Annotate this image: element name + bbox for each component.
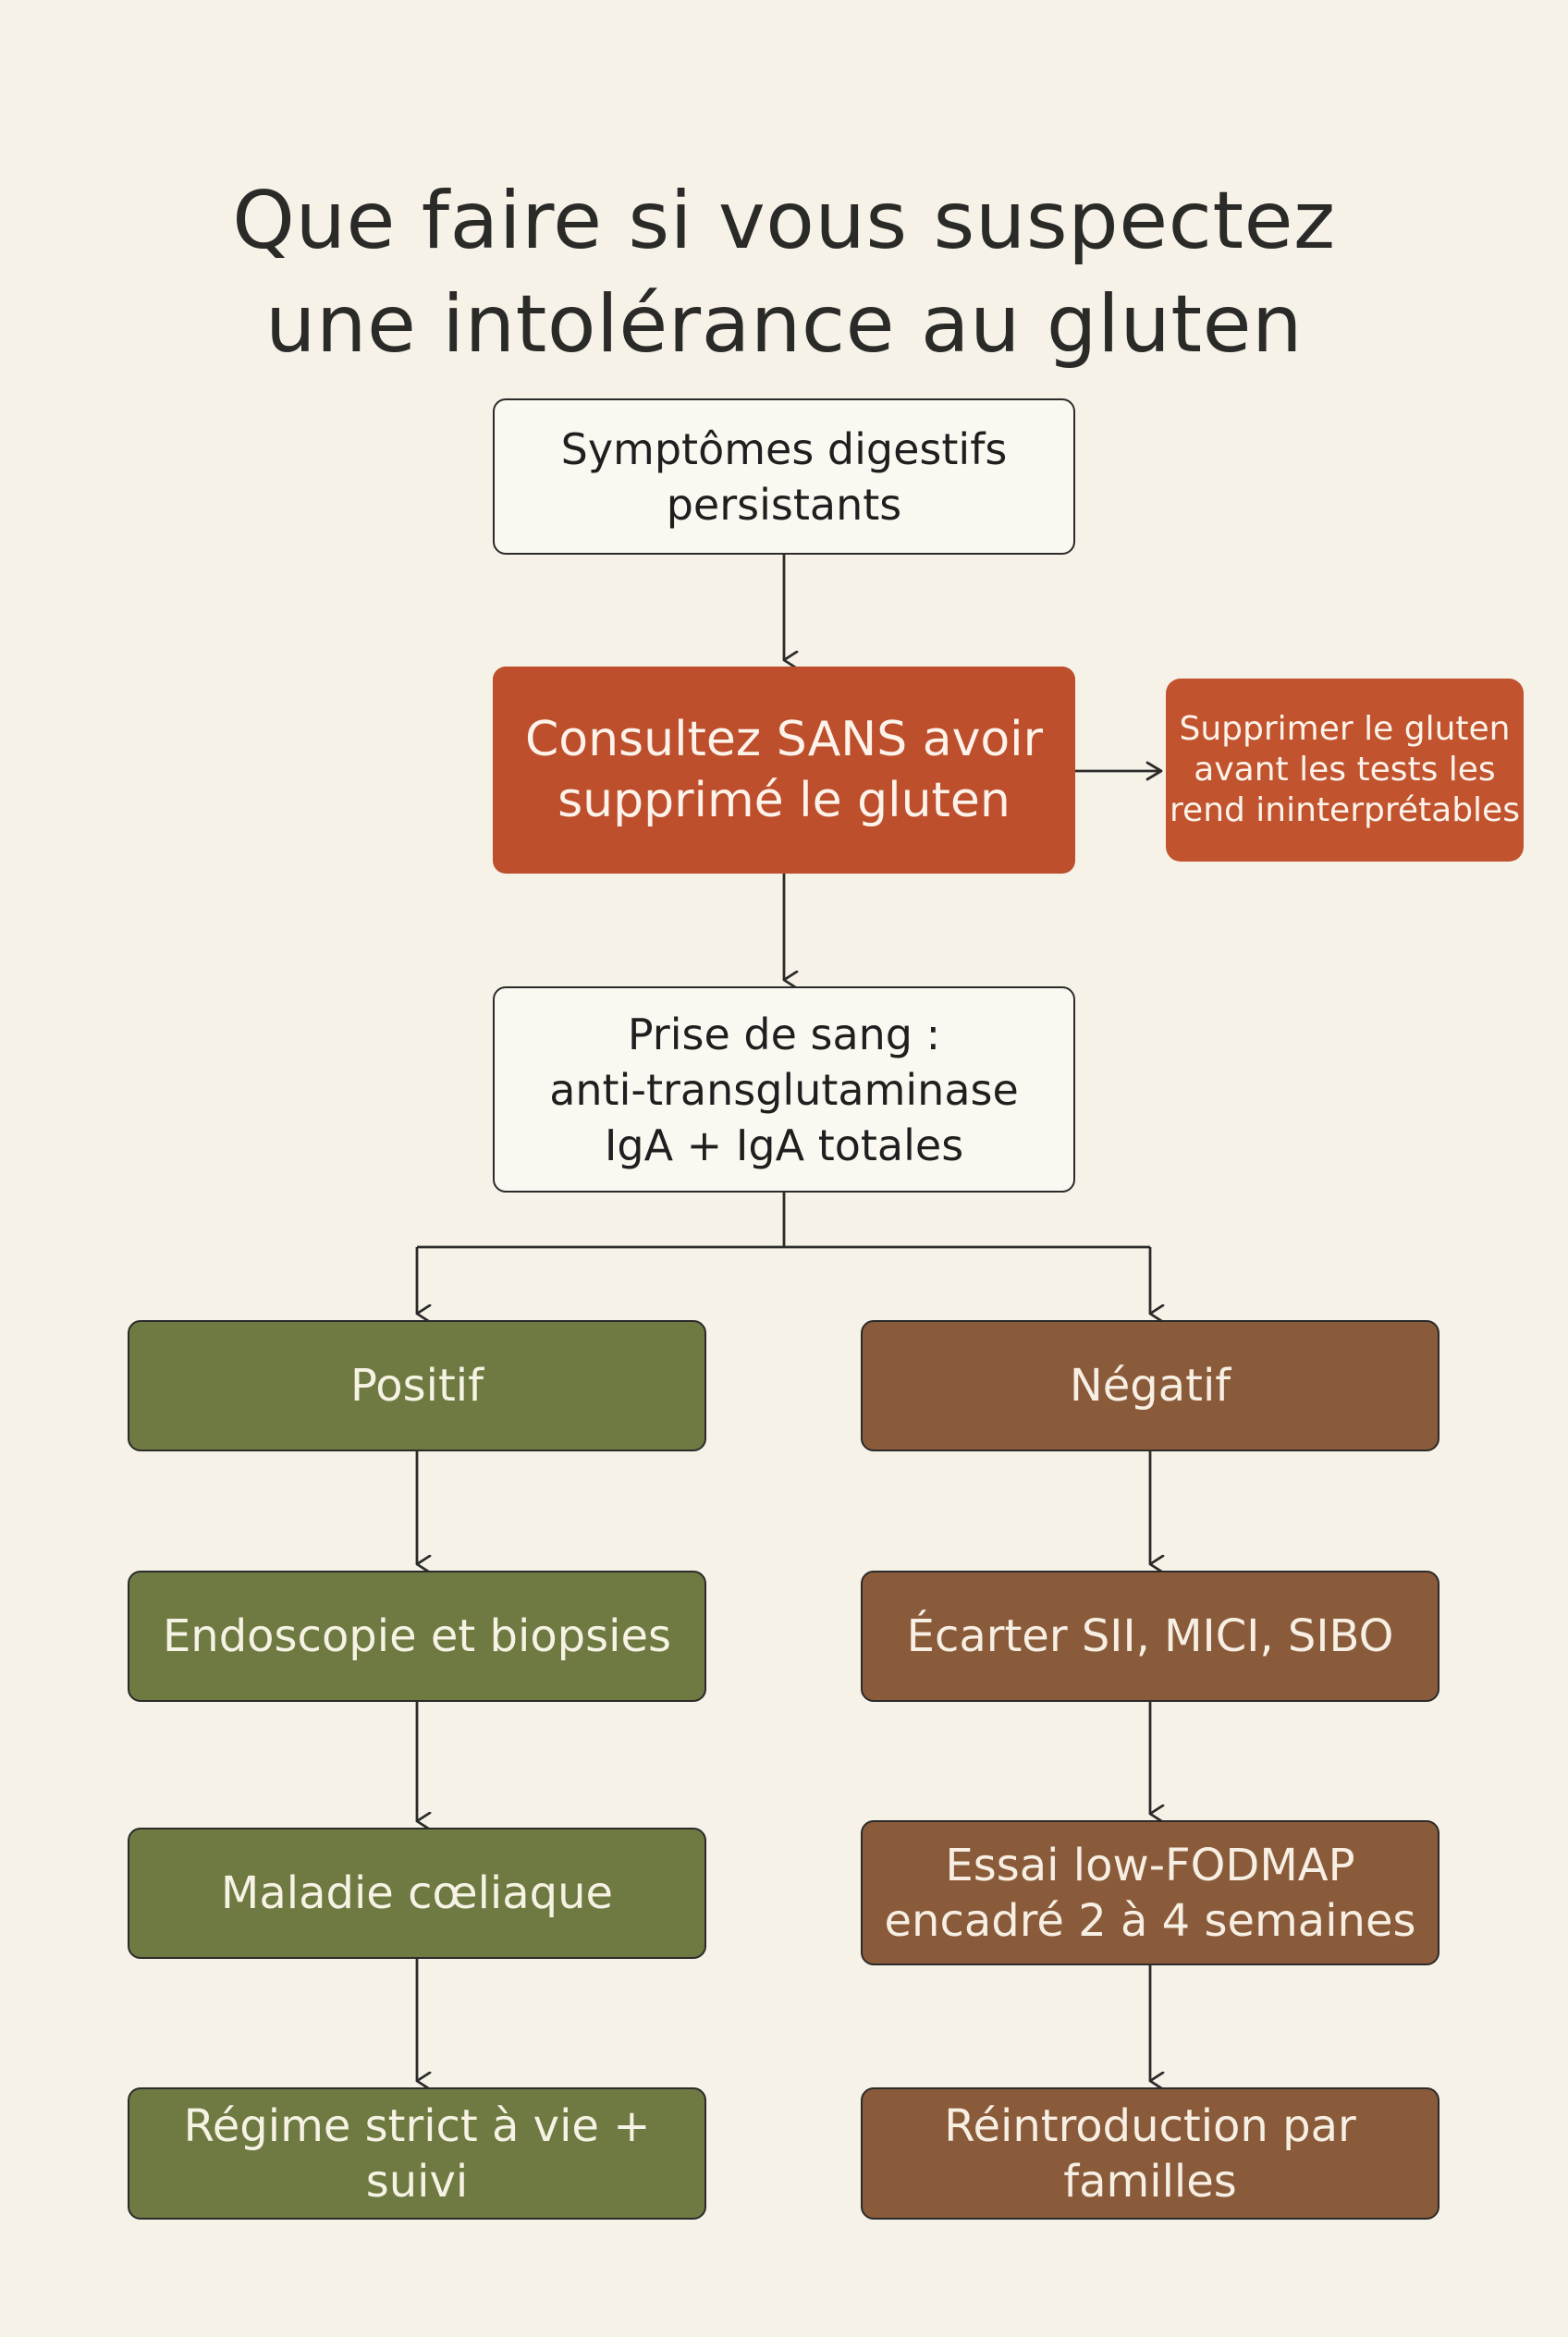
page-title: Que faire si vous suspectez une intoléra… — [0, 169, 1568, 376]
endoscopy-label: Endoscopie et biopsies — [162, 1610, 672, 1662]
rule-out-box: Écarter SII, MICI, SIBO — [861, 1571, 1439, 1702]
fodmap-box: Essai low-FODMAP encadré 2 à 4 semaines — [861, 1820, 1439, 1965]
page-title-line-2: une intolérance au gluten — [264, 277, 1304, 371]
celiac-label: Maladie cœliaque — [220, 1867, 614, 1919]
strict-diet-box: Régime strict à vie + suivi — [128, 2087, 706, 2220]
reintroduction-label: Réintroduction par familles — [944, 2099, 1356, 2208]
rule-out-label: Écarter SII, MICI, SIBO — [906, 1610, 1394, 1662]
warning-label: Supprimer le gluten avant les tests les … — [1170, 710, 1520, 829]
negative-label: Négatif — [1069, 1360, 1231, 1412]
positive-label: Positif — [350, 1360, 484, 1412]
symptoms-label: Symptômes digestifs persistants — [560, 423, 1008, 530]
warning-note: Supprimer le gluten avant les tests les … — [1166, 679, 1524, 862]
fodmap-label: Essai low-FODMAP encadré 2 à 4 semaines — [884, 1839, 1416, 1947]
consult-label: Consultez SANS avoir supprimé le gluten — [524, 712, 1044, 828]
blood-test-label: Prise de sang : anti-transglutaminase Ig… — [549, 1009, 1019, 1170]
reintroduction-box: Réintroduction par familles — [861, 2087, 1439, 2220]
symptoms-box: Symptômes digestifs persistants — [493, 398, 1075, 555]
positive-box: Positif — [128, 1320, 706, 1451]
page-title-line-1: Que faire si vous suspectez — [232, 174, 1336, 267]
endoscopy-box: Endoscopie et biopsies — [128, 1571, 706, 1702]
blood-test-box: Prise de sang : anti-transglutaminase Ig… — [493, 986, 1075, 1193]
negative-box: Négatif — [861, 1320, 1439, 1451]
strict-diet-label: Régime strict à vie + suivi — [183, 2099, 651, 2208]
celiac-box: Maladie cœliaque — [128, 1828, 706, 1959]
consult-box: Consultez SANS avoir supprimé le gluten — [493, 667, 1075, 874]
